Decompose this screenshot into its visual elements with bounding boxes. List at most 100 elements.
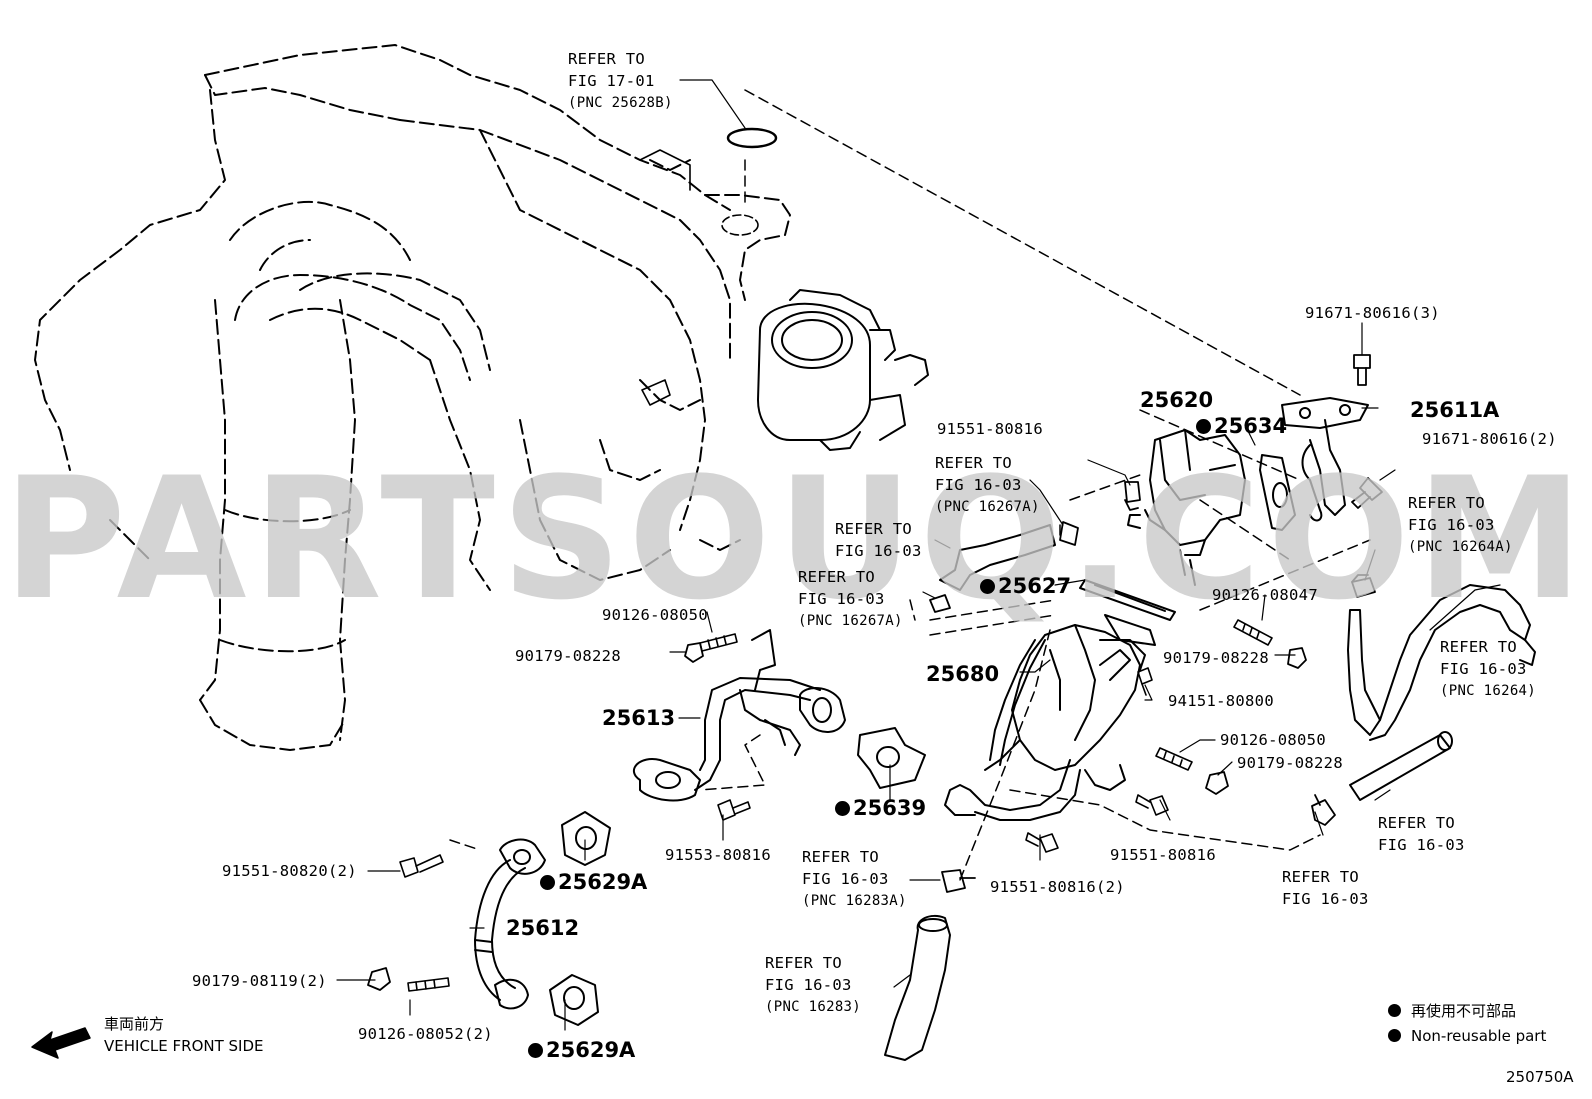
bolt-94151 <box>1137 667 1153 696</box>
bolt-91551-bottom <box>1025 832 1059 853</box>
part-label-90126-08050-b[interactable]: 90126-08050 <box>1220 731 1326 749</box>
part-label-25627[interactable]: 25627 <box>980 574 1071 598</box>
hose-right-lower <box>1349 731 1453 801</box>
ref-line: FIG 16-03 <box>1282 890 1369 908</box>
clamp-16283A <box>941 869 976 893</box>
part-label-94151-80800[interactable]: 94151-80800 <box>1168 692 1274 710</box>
ref-line: FIG 16-03 <box>1408 516 1495 534</box>
stud-90126-08052 <box>407 977 450 992</box>
part-label-90126-08047[interactable]: 90126-08047 <box>1212 586 1318 604</box>
part-25680 <box>944 614 1156 821</box>
legend-en-text: Non-reusable part <box>1411 1027 1547 1045</box>
part-label-25620[interactable]: 25620 <box>1140 388 1214 412</box>
ref-line: REFER TO <box>835 520 913 538</box>
front-arrow-icon <box>31 1027 91 1059</box>
front-side-label: 車両前方 VEHICLE FRONT SIDE <box>104 1013 264 1057</box>
ref-pnc: (PNC 16264) <box>1440 683 1537 699</box>
part-label-91551-80820-2[interactable]: 91551-80820(2) <box>222 862 357 880</box>
bolt-91553 <box>717 799 751 821</box>
hose-16264 <box>1347 584 1536 741</box>
ref-line: REFER TO <box>802 848 880 866</box>
bolt-91551-right <box>1135 794 1169 816</box>
ref-line: REFER TO <box>1378 814 1456 832</box>
ref-fig1701[interactable]: REFER TO FIG 17-01 (PNC 25628B) <box>568 48 673 114</box>
part-25627 <box>1079 579 1176 621</box>
part-label-90179-08228-a[interactable]: 90179-08228 <box>515 647 621 665</box>
ref-line: FIG 17-01 <box>568 72 655 90</box>
ref-fig1603-b[interactable]: REFER TO FIG 16-03 <box>835 518 922 562</box>
leader-dashes <box>449 89 1371 881</box>
part-label-90126-08052-2[interactable]: 90126-08052(2) <box>358 1025 493 1043</box>
ref-pnc: (PNC 16283A) <box>802 893 907 909</box>
hose-ref-b <box>939 524 1056 591</box>
part-25634 <box>1259 454 1296 531</box>
part-label-25611A[interactable]: 25611A <box>1410 398 1500 422</box>
ref-pnc: (PNC 16267A) <box>935 499 1040 515</box>
non-reusable-dot-icon <box>1388 1029 1401 1042</box>
part-25639 <box>857 727 926 789</box>
part-label-90179-08119-2[interactable]: 90179-08119(2) <box>192 972 327 990</box>
legend-en: Non-reusable part <box>1388 1027 1546 1045</box>
part-25629A-upper <box>561 811 611 866</box>
o-ring <box>726 127 778 149</box>
part-label-25639[interactable]: 25639 <box>835 796 926 820</box>
ref-pnc: (PNC 16264A) <box>1408 539 1513 555</box>
stud-90126-08050-b <box>1155 747 1193 771</box>
ref-line: REFER TO <box>798 568 876 586</box>
ref-line: REFER TO <box>765 954 843 972</box>
ref-line: FIG 16-03 <box>835 542 922 560</box>
part-label-90126-08050-a[interactable]: 90126-08050 <box>602 606 708 624</box>
part-25613 <box>632 629 846 802</box>
ref-line: REFER TO <box>568 50 646 68</box>
ref-fig1603-e[interactable]: REFER TO FIG 16-03 (PNC 16264) <box>1440 636 1536 702</box>
part-label-90179-08228-b[interactable]: 90179-08228 <box>1163 649 1269 667</box>
bolt-91671-top <box>1353 354 1371 386</box>
ref-line: FIG 16-03 <box>935 476 1022 494</box>
part-label-25629A-b[interactable]: 25629A <box>528 1038 635 1062</box>
part-label-91671-80616-2[interactable]: 91671-80616(2) <box>1422 430 1557 448</box>
ref-fig1603-i[interactable]: REFER TO FIG 16-03 (PNC 16283) <box>765 952 861 1018</box>
ref-fig1603-g[interactable]: REFER TO FIG 16-03 <box>1282 866 1369 910</box>
ref-line: REFER TO <box>1440 638 1518 656</box>
part-25620 <box>1127 429 1246 586</box>
part-label-25634[interactable]: 25634 <box>1196 414 1287 438</box>
ref-line: REFER TO <box>935 454 1013 472</box>
part-label-25629A-a[interactable]: 25629A <box>540 870 647 894</box>
part-label-91551-80816-b[interactable]: 91551-80816 <box>1110 846 1216 864</box>
bolt-91671-side <box>1351 477 1383 509</box>
watermark: PARTSOUQ.COM <box>2 441 1590 637</box>
part-label-25613[interactable]: 25613 <box>602 706 676 730</box>
front-side-jp: 車両前方 <box>104 1015 165 1033</box>
ref-fig1603-c[interactable]: REFER TO FIG 16-03 (PNC 16267A) <box>798 566 903 632</box>
clip-ref-c <box>929 594 951 613</box>
ref-fig1603-a[interactable]: REFER TO FIG 16-03 (PNC 16267A) <box>935 452 1040 518</box>
nut-90179-a <box>1287 647 1307 669</box>
ref-line: FIG 16-03 <box>765 976 852 994</box>
part-25629A-lower <box>549 974 599 1026</box>
engine-solid-bits <box>639 149 759 406</box>
ref-line: FIG 16-03 <box>802 870 889 888</box>
ref-line: REFER TO <box>1408 494 1486 512</box>
clamp-right-lower <box>1311 794 1336 826</box>
ref-pnc: (PNC 25628B) <box>568 95 673 111</box>
front-side-en: VEHICLE FRONT SIDE <box>104 1037 264 1055</box>
part-label-91553-80816[interactable]: 91553-80816 <box>665 846 771 864</box>
part-label-90179-08228-c[interactable]: 90179-08228 <box>1237 754 1343 772</box>
part-label-25612[interactable]: 25612 <box>506 916 580 940</box>
stud-90126-08047 <box>1233 619 1273 646</box>
ref-fig1603-f[interactable]: REFER TO FIG 16-03 <box>1378 812 1465 856</box>
ref-pnc: (PNC 16267A) <box>798 613 903 629</box>
ref-fig1603-d[interactable]: REFER TO FIG 16-03 (PNC 16264A) <box>1408 492 1513 558</box>
part-label-91551-80816-2[interactable]: 91551-80816(2) <box>990 878 1125 896</box>
part-label-25680[interactable]: 25680 <box>926 662 1000 686</box>
bolt-91551-top <box>1124 481 1141 511</box>
ref-line: FIG 16-03 <box>798 590 885 608</box>
part-label-91551-80816-a[interactable]: 91551-80816 <box>937 420 1043 438</box>
part-label-91671-80616-3[interactable]: 91671-80616(3) <box>1305 304 1440 322</box>
ref-fig1603-h[interactable]: REFER TO FIG 16-03 (PNC 16283A) <box>802 846 907 912</box>
clamp-16267A <box>1059 521 1079 546</box>
hose-16283 <box>884 914 951 1061</box>
part-25612 <box>474 838 546 1010</box>
